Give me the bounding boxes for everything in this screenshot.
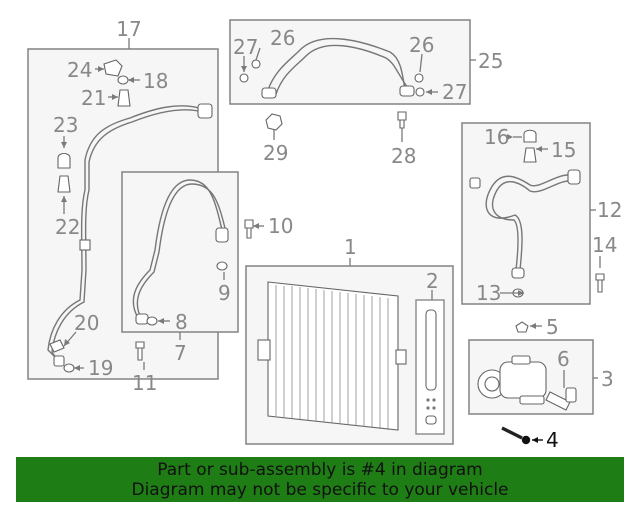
callout-17: 17: [116, 17, 141, 41]
leader-arrow-4: [532, 437, 538, 443]
bolt-20: [49, 339, 65, 353]
callout-27-right: 27: [442, 80, 467, 104]
ac-line-12: [469, 169, 581, 279]
o-ring-26b: [414, 73, 424, 83]
o-ring-26a: [251, 59, 261, 69]
o-ring-27a: [239, 73, 249, 83]
callout-24: 24: [67, 58, 92, 82]
nut-29: [265, 113, 283, 131]
ac-hose-25: [261, 37, 415, 99]
cap-16: [523, 129, 537, 143]
callout-21: 21: [81, 86, 106, 110]
callout-25: 25: [478, 49, 503, 73]
valve-22: [57, 175, 71, 193]
callout-5: 5: [546, 315, 559, 339]
callout-29: 29: [263, 141, 288, 165]
callout-1: 1: [344, 235, 357, 259]
callout-26-right: 26: [409, 33, 434, 57]
callout-13: 13: [476, 281, 501, 305]
o-ring-9: [216, 261, 228, 271]
bolt-4[interactable]: [501, 426, 531, 445]
callout-4[interactable]: 4: [546, 428, 559, 452]
callout-28: 28: [391, 144, 416, 168]
receiver-drier: [425, 309, 437, 425]
o-ring-27b: [415, 87, 425, 97]
callout-9: 9: [218, 281, 231, 305]
plug-5: [515, 321, 529, 333]
banner-line-2: Diagram may not be specific to your vehi…: [131, 480, 509, 500]
callout-11: 11: [132, 371, 157, 395]
bolt-28: [397, 111, 407, 129]
compressor: [477, 355, 547, 405]
bolt-10: [244, 219, 254, 239]
control-valve-6: [545, 387, 577, 411]
callout-27-left: 27: [233, 35, 258, 59]
callout-20: 20: [74, 311, 99, 335]
valve-21: [117, 89, 131, 107]
ac-line-17: [47, 103, 213, 367]
callout-18: 18: [143, 69, 168, 93]
callout-16: 16: [484, 125, 509, 149]
valve-24: [103, 59, 123, 77]
group-7-box: [121, 171, 239, 333]
valve-15: [523, 147, 537, 163]
banner-line-1: Part or sub-assembly is #4 in diagram: [157, 460, 483, 480]
bolt-14: [595, 273, 605, 293]
o-ring-8: [146, 316, 158, 326]
condenser: [257, 281, 407, 431]
o-ring-19: [63, 363, 75, 373]
callout-3: 3: [601, 367, 614, 391]
leader-arrows: [61, 66, 542, 371]
cap-23: [57, 152, 71, 169]
callout-22: 22: [55, 215, 80, 239]
callout-12: 12: [597, 198, 622, 222]
callout-7: 7: [174, 341, 187, 365]
callout-23: 23: [53, 113, 78, 137]
callout-10: 10: [268, 214, 293, 238]
bolt-11: [135, 341, 145, 361]
info-banner: Part or sub-assembly is #4 in diagram Di…: [16, 457, 624, 502]
callout-8: 8: [175, 310, 188, 334]
callout-15: 15: [551, 138, 576, 162]
callout-26-left: 26: [270, 26, 295, 50]
callout-19: 19: [88, 356, 113, 380]
callout-2: 2: [426, 269, 439, 293]
callout-14: 14: [592, 233, 617, 257]
callout-6: 6: [557, 347, 570, 371]
o-ring-18: [117, 75, 129, 85]
